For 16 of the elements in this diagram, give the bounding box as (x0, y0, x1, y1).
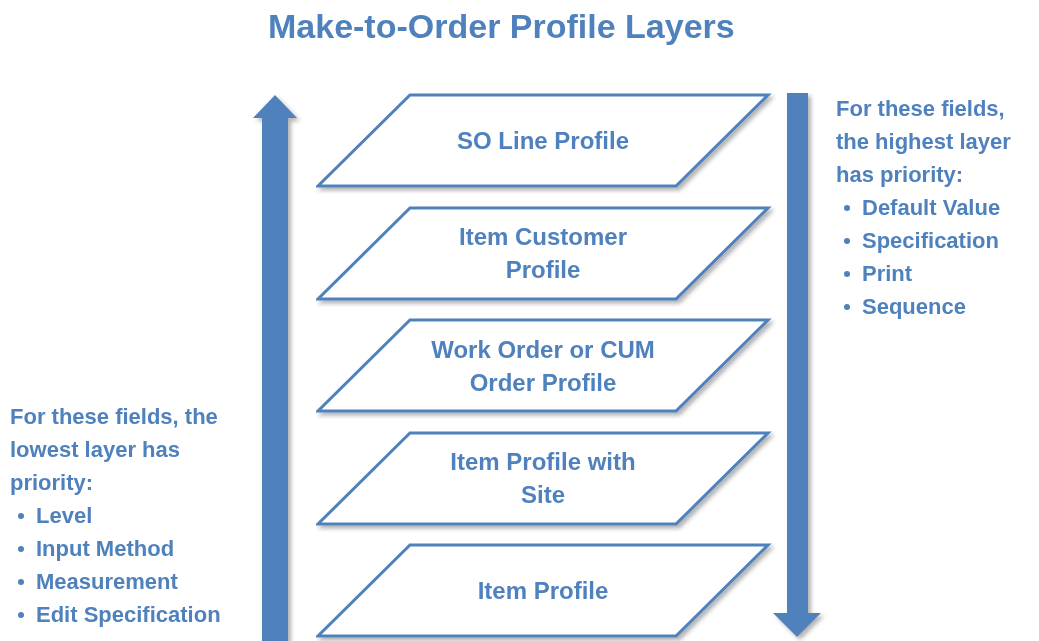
list-item: Level (36, 502, 93, 530)
list-item: Input Method (36, 535, 175, 563)
layer-label: Item Customer Profile (457, 222, 628, 285)
layer-label: Work Order or CUM Order Profile (430, 334, 656, 398)
list-item: Specification (862, 227, 999, 255)
list-item: Default Value (862, 194, 1001, 222)
list-item: Print (862, 260, 913, 288)
layer-label: SO Line Profile (457, 126, 629, 156)
note-text: For these fields, the lowest layer has priority: (10, 403, 219, 497)
layer-label: Item Profile with Site (449, 447, 637, 510)
diagram-title: Make-to-Order Profile Layers (268, 6, 735, 47)
list-item: Sequence (862, 293, 966, 321)
note-text: For these fields, the highest layer has priority: (836, 95, 1012, 189)
layer-label: Item Profile (477, 576, 609, 606)
list-item: Measurement (36, 568, 178, 596)
list-item: Edit Specification (36, 601, 221, 629)
